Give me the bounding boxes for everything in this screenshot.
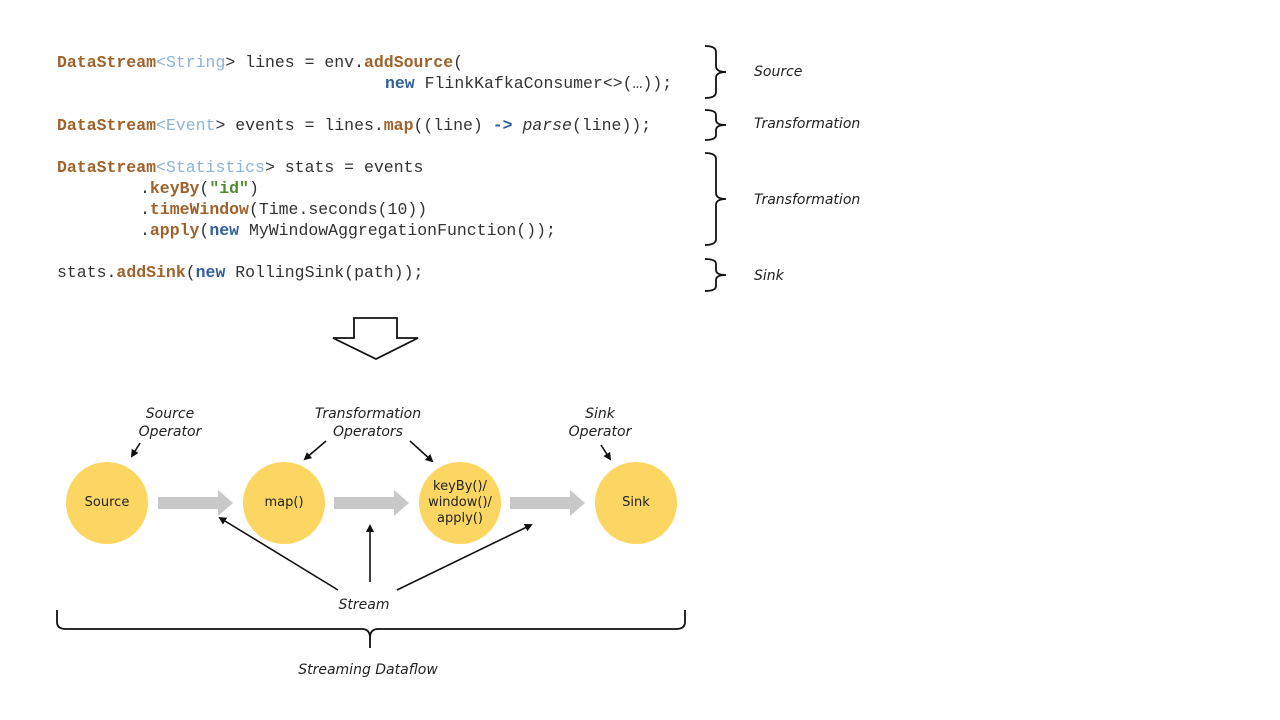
pointer-stream-3: [396, 524, 533, 591]
pointer-sink-operator: [600, 444, 612, 461]
code-line-timewindow: .timeWindow(Time.seconds(10)): [140, 200, 428, 219]
bracket-label-source: Source: [754, 64, 803, 80]
pointer-transformation-map: [303, 440, 327, 461]
type-keyword: DataStream: [57, 53, 157, 72]
node-sink: Sink: [595, 462, 677, 544]
brace-transformation-1: [704, 109, 727, 141]
generic-type: String: [165, 53, 226, 72]
brace-sink: [704, 258, 727, 292]
new-keyword: new: [385, 74, 415, 93]
node-source: Source: [66, 462, 148, 544]
brace-streaming-dataflow: [56, 610, 686, 648]
node-keyby-window-apply: keyBy()/window()/apply(): [419, 462, 501, 544]
pointer-stream-1: [218, 516, 339, 591]
callout-stream: Stream: [338, 597, 390, 613]
brace-source: [704, 45, 727, 99]
down-arrow-icon: [332, 317, 419, 361]
stream-arrow-3: [510, 490, 585, 516]
stream-arrow-1: [158, 490, 233, 516]
bracket-label-sink: Sink: [754, 268, 784, 284]
code-line-source: DataStream<String> lines = env.addSource…: [57, 53, 464, 72]
code-line-apply: .apply(new MyWindowAggregationFunction()…: [140, 221, 556, 240]
code-line-sink: stats.addSink(new RollingSink(path));: [57, 263, 424, 282]
brace-transformation-2: [704, 152, 727, 246]
callout-streaming-dataflow: Streaming Dataflow: [298, 662, 438, 678]
bracket-label-transformation-2: Transformation: [754, 192, 861, 208]
code-line-stats: DataStream<Statistics> stats = events: [57, 158, 424, 177]
stream-arrow-2: [334, 490, 409, 516]
method-name: addSource: [363, 53, 454, 72]
code-line-source-cont: new FlinkKafkaConsumer<>(…));: [385, 74, 673, 93]
code-line-keyby: .keyBy("id"): [140, 179, 259, 198]
bracket-label-transformation-1: Transformation: [754, 116, 861, 132]
pointer-transformation-window: [409, 440, 434, 463]
code-line-map: DataStream<Event> events = lines.map((li…: [57, 116, 652, 135]
pointer-source-operator: [130, 442, 141, 458]
node-map: map(): [243, 462, 325, 544]
